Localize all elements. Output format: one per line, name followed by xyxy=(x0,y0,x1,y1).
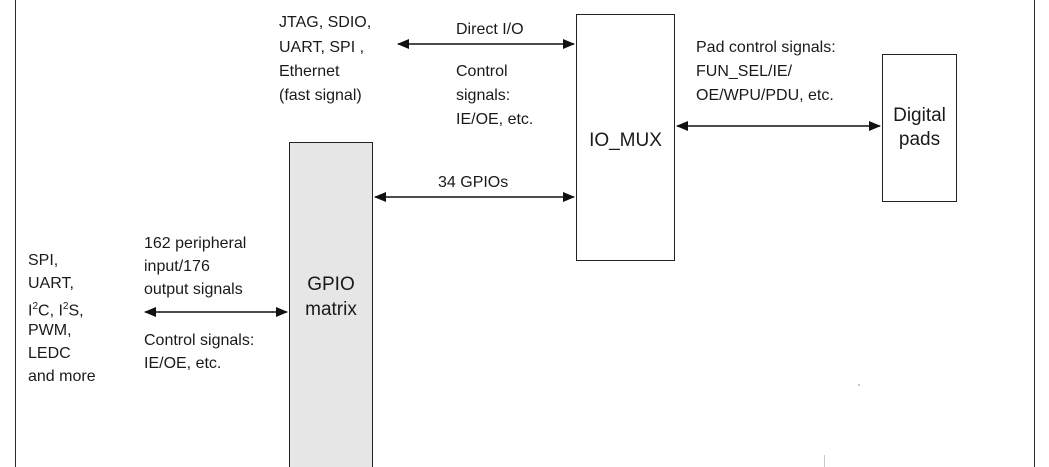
peripheral-signals-line2: input/176 xyxy=(144,258,210,275)
peripheral-signals-line3: output signals xyxy=(144,281,243,298)
stray-mark xyxy=(858,384,860,386)
gpio-matrix-label-line2: matrix xyxy=(305,299,357,320)
fast-peripherals-line4: (fast signal) xyxy=(279,87,362,104)
peripherals-line4: PWM, xyxy=(28,322,72,339)
peripherals-line2: UART, xyxy=(28,275,74,292)
gpio-matrix-block: GPIO matrix xyxy=(289,142,373,467)
direct-io-label: Direct I/O xyxy=(456,21,524,38)
pad-control-line3: OE/WPU/PDU, etc. xyxy=(696,87,834,104)
frame-left-border xyxy=(15,0,16,467)
direct-io-control-line2: signals: xyxy=(456,87,511,104)
fast-peripherals-line1: JTAG, SDIO, xyxy=(279,14,372,31)
peripherals-line5: LEDC xyxy=(28,345,71,362)
peripheral-control-line1: Control signals: xyxy=(144,332,255,349)
stray-tick-mark xyxy=(824,455,825,467)
digital-pads-block: Digital pads xyxy=(882,54,957,202)
gpio-matrix-label-line1: GPIO xyxy=(307,274,355,295)
direct-io-control-line1: Control xyxy=(456,63,508,80)
io-mux-label: IO_MUX xyxy=(589,130,662,151)
peripheral-signals-line1: 162 peripheral xyxy=(144,235,247,252)
peripherals-line1: SPI, xyxy=(28,252,59,269)
peripherals-line6: and more xyxy=(28,368,96,385)
peripherals-line3: I2C, I2S, xyxy=(28,301,84,320)
frame-right-border xyxy=(1034,0,1035,467)
fast-peripherals-line3: Ethernet xyxy=(279,63,340,80)
io-mux-block: IO_MUX xyxy=(576,14,675,261)
gpios-label: 34 GPIOs xyxy=(438,174,509,191)
peripheral-control-line2: IE/OE, etc. xyxy=(144,355,222,372)
direct-io-control-line3: IE/OE, etc. xyxy=(456,111,534,128)
fast-peripherals-line2: UART, SPI , xyxy=(279,39,365,56)
digital-pads-label-line2: pads xyxy=(898,129,941,150)
pad-control-line2: FUN_SEL/IE/ xyxy=(696,63,793,80)
digital-pads-label-line1: Digital xyxy=(893,105,946,126)
pad-control-line1: Pad control signals: xyxy=(696,39,836,56)
